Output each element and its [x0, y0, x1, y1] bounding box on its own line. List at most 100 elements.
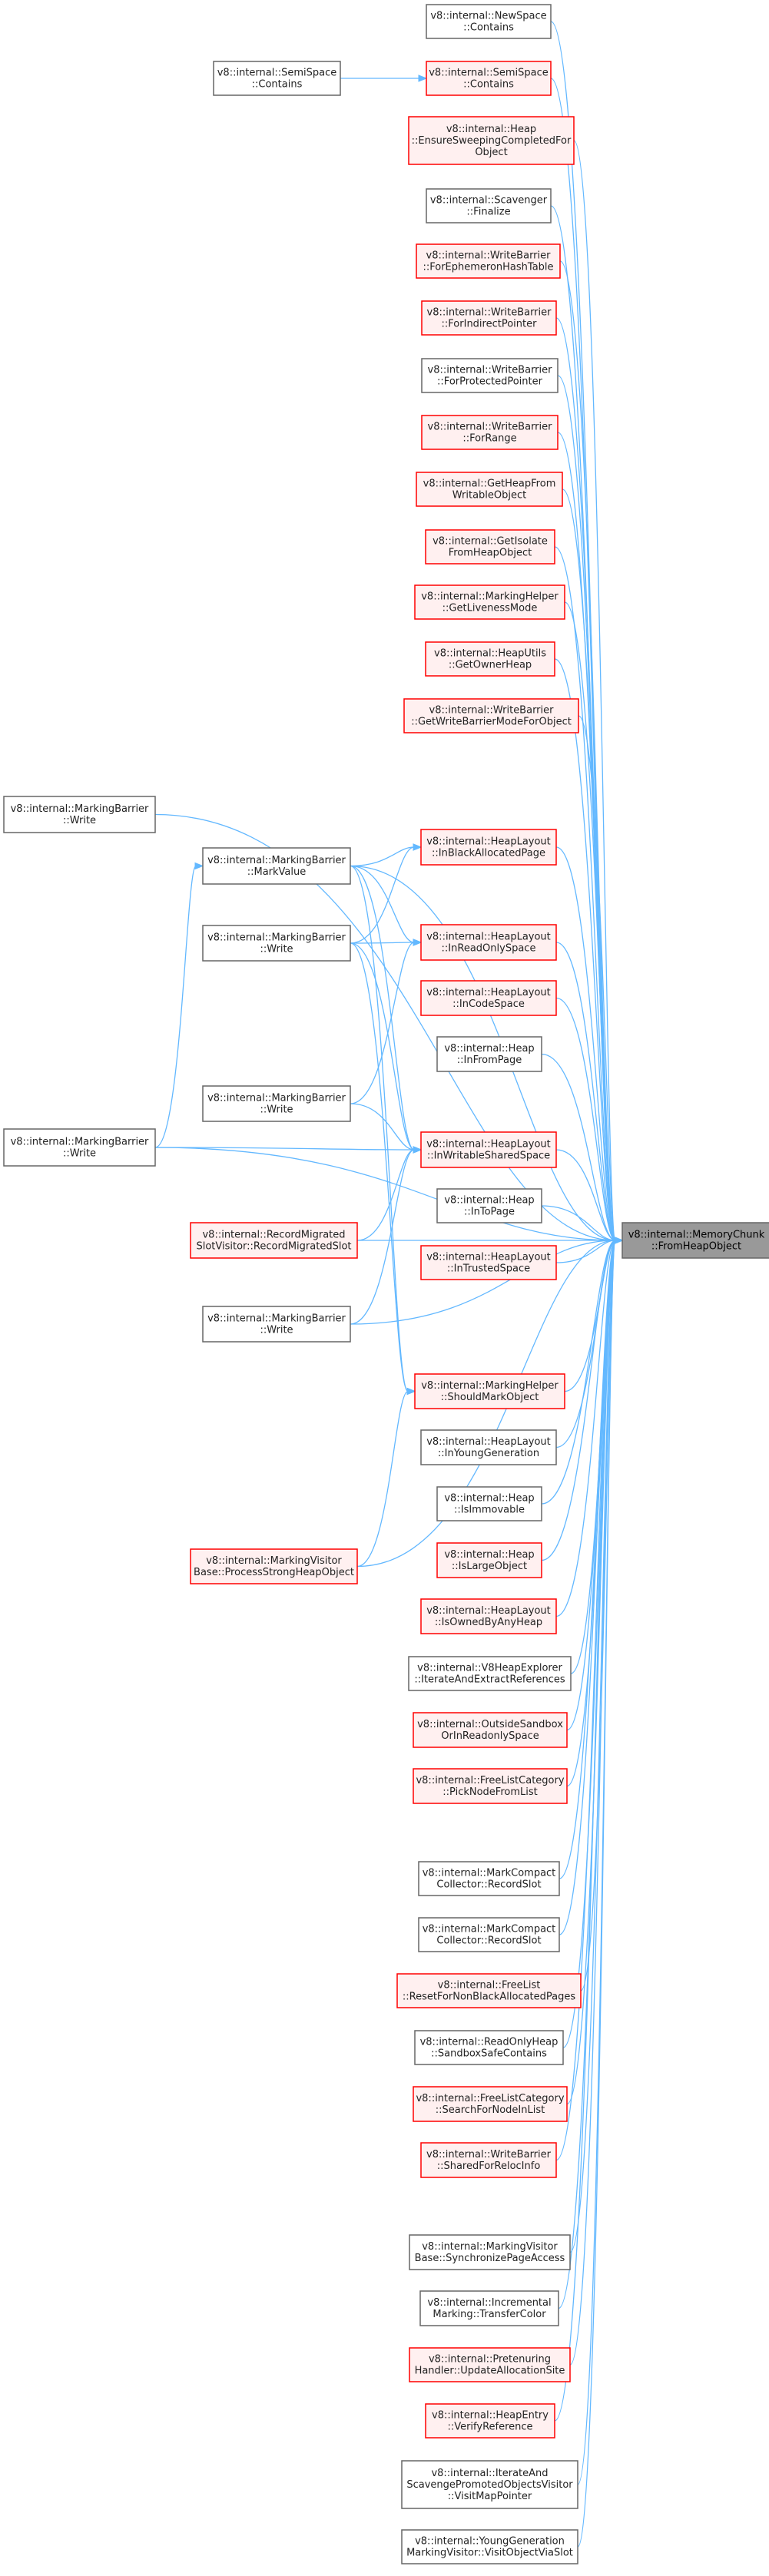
node-n-iaspov-visit[interactable]: v8::internal::IterateAndScavengePromoted… — [401, 2460, 578, 2509]
node-label-line: ::VisitMapPointer — [448, 2491, 532, 2502]
node-n-mh-liveness[interactable]: v8::internal::MarkingHelper::GetLiveness… — [414, 584, 565, 620]
node-n-hl-intrusted[interactable]: v8::internal::HeapLayout::InTrustedSpace — [420, 1245, 557, 1280]
node-box — [436, 1542, 542, 1578]
node-n-scavenger-finalize[interactable]: v8::internal::Scavenger::Finalize — [426, 188, 552, 223]
node-n-ygmv-visit[interactable]: v8::internal::YoungGenerationMarkingVisi… — [401, 2529, 578, 2564]
node-label-line: v8::internal::Heap — [444, 1493, 534, 1505]
node-n-semispace-contains-l[interactable]: v8::internal::SemiSpace::Contains — [213, 61, 341, 96]
node-n-mb-write-left[interactable]: v8::internal::MarkingBarrier::Write — [3, 1128, 156, 1167]
call-edges — [154, 21, 624, 2548]
node-n-wb-indirect[interactable]: v8::internal::WriteBarrier::ForIndirectP… — [421, 300, 557, 336]
node-box — [202, 1085, 351, 1122]
node-n-hl-inblack[interactable]: v8::internal::HeapLayout::InBlackAllocat… — [420, 829, 557, 866]
node-n-hl-inyoung[interactable]: v8::internal::HeapLayout::InYoungGenerat… — [420, 1429, 557, 1465]
node-box — [414, 1373, 565, 1409]
node-label-line: v8::internal::WriteBarrier — [428, 365, 553, 376]
node-n-rmsv[interactable]: v8::internal::RecordMigratedSlotVisitor:… — [190, 1222, 358, 1259]
node-n-mcc-record2[interactable]: v8::internal::MarkCompactCollector::Reco… — [418, 1917, 560, 1952]
node-n-mvb-sync[interactable]: v8::internal::MarkingVisitorBase::Synchr… — [409, 2234, 571, 2270]
call-edge — [555, 997, 616, 1241]
node-n-mb-markvalue[interactable]: v8::internal::MarkingBarrier::MarkValue — [202, 847, 351, 885]
node-n-newspace-contains[interactable]: v8::internal::NewSpace::Contains — [426, 4, 552, 39]
node-label-line: FromHeapObject — [449, 548, 532, 559]
node-label-line: Base::SynchronizePageAccess — [415, 2253, 565, 2264]
node-box — [408, 1656, 572, 1691]
node-box — [396, 1973, 582, 2008]
node-n-mcc-record1[interactable]: v8::internal::MarkCompactCollector::Reco… — [418, 1861, 560, 1896]
node-box — [418, 1861, 560, 1896]
node-n-semispace-contains-r[interactable]: v8::internal::SemiSpace::Contains — [426, 61, 552, 96]
node-label-line: v8::internal::MarkCompact — [423, 1868, 556, 1879]
node-n-roh-sandbox[interactable]: v8::internal::ReadOnlyHeap::SandboxSafeC… — [414, 2030, 564, 2065]
node-n-im-transfer[interactable]: v8::internal::IncrementalMarking::Transf… — [419, 2290, 559, 2326]
node-n-flc-search[interactable]: v8::internal::FreeListCategory::SearchFo… — [413, 2086, 568, 2122]
node-n-hl-isowned[interactable]: v8::internal::HeapLayout::IsOwnedByAnyHe… — [420, 1598, 557, 1634]
call-edge — [350, 1240, 616, 1325]
node-n-mb-write-b[interactable]: v8::internal::MarkingBarrier::Write — [202, 1085, 351, 1122]
node-label-line: v8::internal::HeapLayout — [426, 1436, 551, 1448]
node-n-wb-mode[interactable]: v8::internal::WriteBarrier::GetWriteBarr… — [403, 698, 579, 733]
node-label-line: ::ForEphemeronHashTable — [423, 262, 553, 273]
call-edge — [356, 1390, 409, 1568]
node-n-v8he-iterate[interactable]: v8::internal::V8HeapExplorer::IterateAnd… — [408, 1656, 572, 1691]
call-edge — [554, 546, 616, 1241]
node-n-wb-range[interactable]: v8::internal::WriteBarrier::ForRange — [421, 415, 559, 450]
node-n-ph-update[interactable]: v8::internal::PretenuringHandler::Update… — [409, 2347, 571, 2382]
node-n-wb-protected[interactable]: v8::internal::WriteBarrier::ForProtected… — [421, 358, 559, 393]
node-n-hl-incode[interactable]: v8::internal::HeapLayout::InCodeSpace — [420, 980, 557, 1016]
node-n-heap-islarge[interactable]: v8::internal::Heap::IsLargeObject — [436, 1542, 542, 1578]
node-n-mb-write-a[interactable]: v8::internal::MarkingBarrier::Write — [202, 925, 351, 962]
node-n-outside-sandbox[interactable]: v8::internal::OutsideSandboxOrInReadonly… — [413, 1712, 568, 1748]
node-label-line: ::Write — [260, 1325, 293, 1336]
node-label-line: v8::internal::GetIsolate — [433, 536, 548, 548]
node-n-heap-infrom[interactable]: v8::internal::Heap::InFromPage — [436, 1036, 542, 1072]
node-label-line: ::InTrustedSpace — [447, 1263, 530, 1275]
node-label-line: ::InYoungGeneration — [438, 1448, 539, 1459]
node-label-line: ::ResetForNonBlackAllocatedPages — [403, 1992, 575, 2003]
node-box — [3, 796, 156, 833]
node-target[interactable]: v8::internal::MemoryChunk::FromHeapObjec… — [621, 1222, 769, 1259]
node-label-line: ::FromHeapObject — [651, 1241, 741, 1253]
node-label-line: v8::internal::HeapLayout — [426, 1139, 551, 1151]
node-label-line: v8::internal::FreeListCategory — [416, 2093, 564, 2104]
node-n-heaputils-owner[interactable]: v8::internal::HeapUtils::GetOwnerHeap — [425, 641, 555, 677]
node-label-line: Collector::RecordSlot — [436, 1935, 541, 1947]
call-edge — [566, 1240, 616, 2105]
node-n-hl-inwritable[interactable]: v8::internal::HeapLayout::InWritableShar… — [420, 1131, 557, 1168]
node-box — [419, 2290, 559, 2326]
node-box — [413, 1768, 568, 1804]
call-edge — [577, 1240, 616, 2548]
node-box — [408, 116, 575, 165]
node-label-line: ::InCodeSpace — [452, 998, 525, 1010]
node-n-mh-should[interactable]: v8::internal::MarkingHelper::ShouldMarkO… — [414, 1373, 565, 1409]
node-box — [420, 924, 557, 961]
node-n-hl-inreadonly[interactable]: v8::internal::HeapLayout::InReadOnlySpac… — [420, 924, 557, 961]
call-edge — [350, 1103, 415, 1151]
node-label-line: v8::internal::RecordMigrated — [202, 1230, 345, 1241]
node-label-line: Object — [475, 147, 507, 158]
node-n-heap-into[interactable]: v8::internal::Heap::InToPage — [436, 1188, 542, 1223]
node-label-line: v8::internal::HeapUtils — [434, 648, 546, 660]
node-label-line: v8::internal::MemoryChunk — [628, 1230, 765, 1241]
node-n-he-verify[interactable]: v8::internal::HeapEntry::VerifyReference — [425, 2403, 555, 2439]
call-edge — [564, 601, 616, 1241]
node-label-line: v8::internal::GetHeapFrom — [423, 478, 556, 490]
node-label-line: ::Write — [63, 1148, 96, 1160]
node-box — [420, 2142, 557, 2178]
node-label-line: v8::internal::MarkingVisitor — [206, 1555, 342, 1567]
node-n-heap-isimmovable[interactable]: v8::internal::Heap::IsImmovable — [436, 1486, 542, 1521]
node-box — [420, 1429, 557, 1465]
call-edge — [350, 942, 415, 944]
node-n-wb-ephemeron[interactable]: v8::internal::WriteBarrier::ForEphemeron… — [416, 243, 561, 279]
node-n-freelist-reset[interactable]: v8::internal::FreeList::ResetForNonBlack… — [396, 1973, 582, 2008]
node-n-flc-pick[interactable]: v8::internal::FreeListCategory::PickNode… — [413, 1768, 568, 1804]
node-n-heap-ensure[interactable]: v8::internal::Heap::EnsureSweepingComple… — [408, 116, 575, 165]
node-n-mvb-process[interactable]: v8::internal::MarkingVisitorBase::Proces… — [190, 1548, 358, 1584]
node-box — [425, 641, 555, 677]
node-n-mb-write-c[interactable]: v8::internal::MarkingBarrier::Write — [202, 1306, 351, 1343]
node-label-line: ::SearchForNodeInList — [436, 2104, 545, 2116]
node-n-mb-write-top[interactable]: v8::internal::MarkingBarrier::Write — [3, 796, 156, 833]
node-n-wb-shared[interactable]: v8::internal::WriteBarrier::SharedForRel… — [420, 2142, 557, 2178]
